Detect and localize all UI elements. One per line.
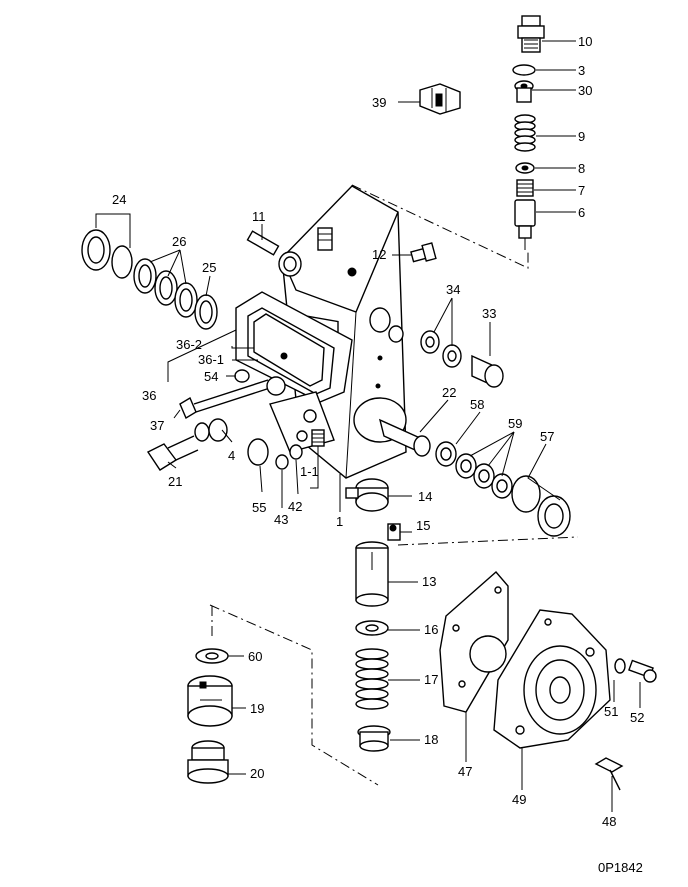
part-1-1-stud — [311, 429, 325, 447]
callout-34: 34 — [446, 282, 460, 297]
part-9-spring — [514, 114, 536, 152]
callout-7: 7 — [578, 183, 585, 198]
part-14-control-sleeve — [345, 478, 389, 512]
part-12-bleed-screw — [410, 242, 437, 263]
part-13-plunger-guide — [355, 541, 389, 607]
callout-8: 8 — [578, 161, 585, 176]
part-26-shims — [133, 258, 198, 318]
callout-17: 17 — [424, 672, 438, 687]
part-37-bolt — [179, 376, 286, 420]
callout-22: 22 — [442, 385, 456, 400]
callout-12: 12 — [372, 247, 386, 262]
callout-59: 59 — [508, 416, 522, 431]
part-16-washer — [355, 620, 389, 636]
part-30-gasket-washer — [514, 80, 534, 103]
callout-20: 20 — [250, 766, 264, 781]
callout-47: 47 — [458, 764, 472, 779]
callout-labels: 10 3 30 39 9 8 7 6 24 11 26 12 25 34 33 … — [112, 34, 644, 875]
part-58-washer — [435, 441, 457, 467]
part-57-gear-and-cover — [511, 475, 571, 537]
callout-4: 4 — [228, 448, 235, 463]
part-33-banjo-bolt — [471, 354, 504, 388]
part-21-bolt — [146, 435, 199, 471]
part-6-valve-seat — [514, 199, 536, 250]
callout-25: 25 — [202, 260, 216, 275]
part-24-bearing — [81, 229, 133, 279]
callout-11: 11 — [252, 209, 266, 224]
callout-36-1: 36-1 — [198, 352, 224, 367]
part-19-tappet — [187, 675, 233, 727]
callout-33: 33 — [482, 306, 496, 321]
leader-lines — [95, 40, 641, 812]
part-54-washer — [234, 369, 250, 383]
callout-1-1: 1-1 — [300, 464, 319, 479]
part-36-cover-plate — [235, 291, 353, 403]
callout-36-2: 36-2 — [176, 337, 202, 352]
part-11-lever — [246, 230, 302, 277]
callout-51: 51 — [604, 704, 618, 719]
part-25-washer — [194, 294, 218, 330]
callout-37: 37 — [150, 418, 164, 433]
callout-9: 9 — [578, 129, 585, 144]
drawing-code: 0P1842 — [598, 860, 643, 875]
part-43-nut — [275, 454, 289, 470]
part-7-delivery-valve — [516, 179, 534, 197]
part-52-bolt — [628, 659, 657, 683]
part-47-gasket — [439, 571, 509, 713]
callout-42: 42 — [288, 499, 302, 514]
part-15-screw — [387, 523, 401, 541]
part-8-washer — [515, 162, 535, 174]
callout-26: 26 — [172, 234, 186, 249]
callout-43: 43 — [274, 512, 288, 527]
callout-21: 21 — [168, 474, 182, 489]
part-17-spring — [355, 648, 389, 710]
callout-36: 36 — [142, 388, 156, 403]
part-42-washer — [289, 444, 303, 460]
callout-58: 58 — [470, 397, 484, 412]
callout-55: 55 — [252, 500, 266, 515]
callout-1: 1 — [336, 514, 343, 529]
callout-49: 49 — [512, 792, 526, 807]
callout-39: 39 — [372, 95, 386, 110]
part-39-clip — [419, 83, 461, 115]
callout-24: 24 — [112, 192, 126, 207]
part-60-washer — [195, 648, 229, 664]
part-3-o-ring — [512, 64, 536, 76]
callout-3: 3 — [578, 63, 585, 78]
callout-52: 52 — [630, 710, 644, 725]
callout-57: 57 — [540, 429, 554, 444]
part-pump-top-fitting — [317, 227, 333, 251]
callout-19: 19 — [250, 701, 264, 716]
part-51-washer — [614, 658, 626, 674]
callout-13: 13 — [422, 574, 436, 589]
callout-30: 30 — [578, 83, 592, 98]
callout-48: 48 — [602, 814, 616, 829]
callout-54: 54 — [204, 369, 218, 384]
callout-6: 6 — [578, 205, 585, 220]
part-34-washers — [420, 330, 462, 368]
part-18-spring-seat — [357, 725, 391, 752]
callout-10: 10 — [578, 34, 592, 49]
part-4-washers — [194, 418, 228, 442]
callout-15: 15 — [416, 518, 430, 533]
callout-60: 60 — [248, 649, 262, 664]
part-22-shaft — [353, 397, 431, 457]
part-55-o-ring — [247, 438, 269, 466]
callout-18: 18 — [424, 732, 438, 747]
part-10-delivery-valve-holder — [517, 15, 545, 53]
callout-16: 16 — [424, 622, 438, 637]
part-49-flange — [493, 609, 611, 749]
callout-14: 14 — [418, 489, 432, 504]
part-48-bolt — [594, 757, 624, 791]
part-59-washers — [455, 453, 513, 499]
part-20-roller — [187, 740, 229, 784]
